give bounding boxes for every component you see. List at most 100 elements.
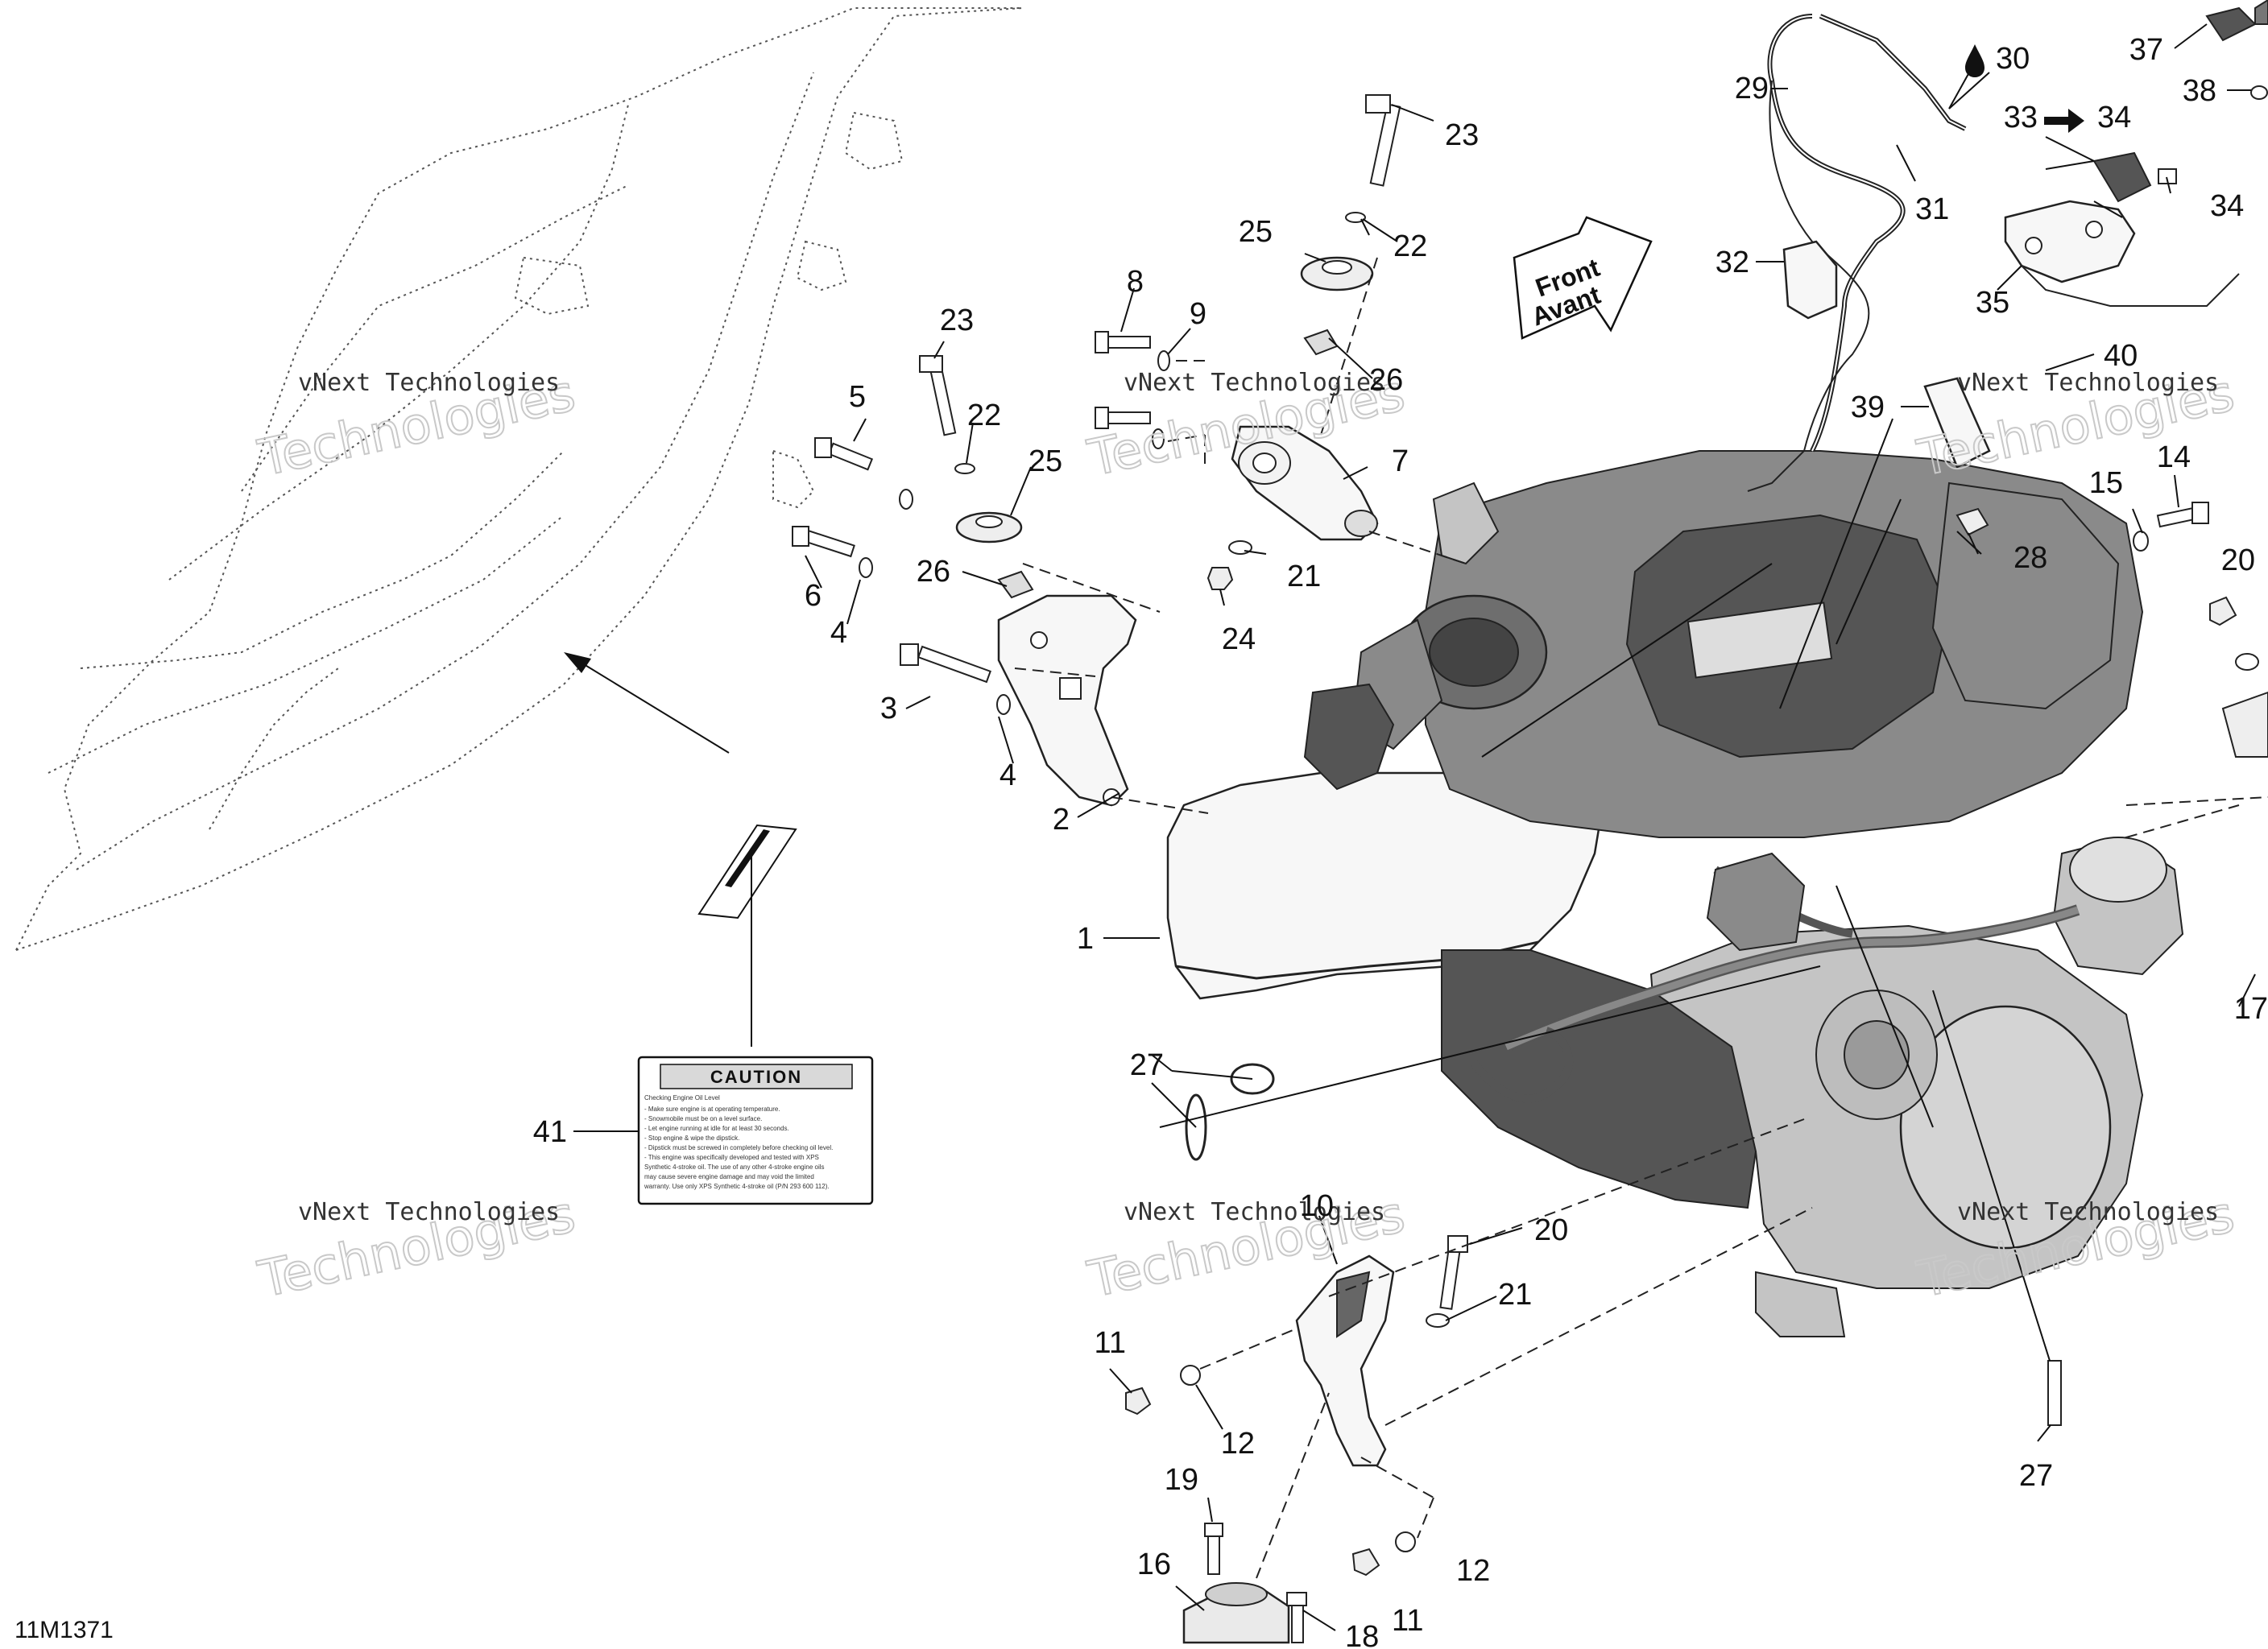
bolt-3: [900, 643, 991, 684]
callout-28: 28: [2013, 541, 2047, 575]
sensor-cable-29: [1747, 14, 1967, 492]
rubber-mount-16: [1182, 1582, 1290, 1644]
callouts: 1 2 3 4 4 5 6 7 8 9 10 11 11 12 12 14 15…: [533, 33, 2268, 1649]
callout-12a: 12: [1221, 1427, 1255, 1461]
watermark-small-6: vNext Technologies: [1957, 1198, 2219, 1226]
callout-18: 18: [1345, 1620, 1379, 1649]
sensor-35: [2004, 151, 2240, 307]
caution-line: Synthetic 4-stroke oil. The use of any o…: [644, 1163, 825, 1171]
caution-lines: - Make sure engine is at operating tempe…: [644, 1106, 833, 1190]
callout-26a: 26: [1369, 363, 1403, 397]
watermark-small-3: vNext Technologies: [1957, 369, 2219, 397]
callout-40: 40: [2104, 339, 2138, 373]
front-direction-arrow: Front Avant: [1513, 216, 1653, 340]
callout-30: 30: [1996, 42, 2030, 76]
callout-24: 24: [1222, 622, 1256, 656]
callout-11b: 11: [1392, 1604, 1423, 1638]
callout-8: 8: [1127, 265, 1144, 299]
engine-bracket-10: [1295, 1254, 1395, 1467]
leader-lines: [805, 23, 2256, 1631]
callout-1: 1: [1077, 922, 1094, 956]
callout-26b: 26: [917, 555, 950, 589]
callout-16: 16: [1137, 1548, 1171, 1581]
oil-drop-icon: [1965, 44, 1984, 77]
caution-line: - This engine was specifically developed…: [644, 1154, 819, 1161]
watermark-small-1: vNext Technologies: [298, 369, 560, 397]
body-panel-outline: [15, 7, 1024, 951]
assembly-lines: [1014, 257, 2268, 1579]
bolt-6: [792, 526, 855, 558]
callout-20b: 20: [1534, 1213, 1568, 1247]
callout-22a: 22: [1393, 229, 1427, 263]
decal-strip: [697, 824, 797, 1047]
arrow-right-icon: [2044, 109, 2084, 133]
caution-label: CAUTION Checking Engine Oil Level - Make…: [637, 1056, 874, 1205]
callout-27b: 27: [2019, 1459, 2053, 1493]
bolt-14: [2156, 502, 2209, 528]
callout-23a: 23: [1445, 118, 1479, 152]
callout-12b: 12: [1456, 1554, 1490, 1588]
sleeve-39: [1923, 377, 1991, 469]
caution-line: - Snowmobile must be on a level surface.: [644, 1115, 762, 1122]
callout-17: 17: [2234, 992, 2268, 1026]
caution-line: may cause severe engine damage and may v…: [644, 1173, 814, 1180]
bolt-18: [1286, 1592, 1307, 1643]
callout-2: 2: [1053, 803, 1070, 837]
callout-10: 10: [1300, 1189, 1334, 1223]
bolt-5: [814, 437, 874, 471]
part-38: [2250, 85, 2268, 100]
bolt-23-upper: [1365, 94, 1401, 187]
callout-20a: 20: [2221, 543, 2255, 577]
boot-32: [1782, 240, 1838, 320]
bolt-8b: [1095, 407, 1151, 429]
engine-mount-7: [1231, 425, 1379, 541]
callout-41: 41: [533, 1115, 567, 1149]
callout-23b: 23: [940, 304, 974, 337]
engine-bracket-2: [997, 594, 1137, 807]
caution-title: CAUTION: [710, 1067, 802, 1087]
part-37: [2205, 0, 2268, 42]
bolt-23-left: [919, 355, 957, 436]
callout-29: 29: [1735, 72, 1769, 105]
callout-34a: 34: [2097, 101, 2131, 134]
callout-15: 15: [2089, 466, 2123, 500]
callout-6: 6: [805, 579, 822, 613]
callout-21a: 21: [1287, 560, 1321, 593]
callout-35: 35: [1976, 286, 2009, 320]
callout-33: 33: [2004, 101, 2038, 134]
callout-9: 9: [1190, 297, 1206, 331]
watermark-small-4: vNext Technologies: [298, 1198, 560, 1226]
label-location-arrow: [564, 652, 730, 754]
callout-7: 7: [1392, 444, 1409, 478]
callout-34b: 34: [2210, 189, 2244, 223]
caution-line: - Stop engine & wipe the dipstick.: [644, 1134, 739, 1142]
callout-39: 39: [1851, 391, 1885, 424]
nut-28: [1956, 507, 1989, 536]
caution-heading: Checking Engine Oil Level: [644, 1094, 720, 1101]
engine-assembly: [1166, 450, 2184, 1337]
callout-4b: 4: [999, 758, 1016, 792]
dipstick-27: [2047, 1360, 2062, 1426]
figure-reference: 11M1371: [14, 1617, 114, 1643]
callout-27a: 27: [1130, 1048, 1164, 1082]
callout-14: 14: [2157, 440, 2191, 474]
callout-31: 31: [1915, 192, 1949, 226]
caution-line: - Let engine running at idle for at leas…: [644, 1125, 789, 1132]
watermark-small-2: vNext Technologies: [1124, 369, 1385, 397]
callout-5: 5: [849, 380, 866, 414]
caution-line: - Make sure engine is at operating tempe…: [644, 1106, 780, 1113]
callout-22b: 22: [967, 399, 1001, 432]
callout-38: 38: [2183, 74, 2216, 108]
caution-line: - Dipstick must be screwed in completely…: [644, 1144, 833, 1151]
watermark-small-5: vNext Technologies: [1124, 1198, 1385, 1226]
bolt-20-lower: [1439, 1235, 1468, 1310]
callout-11a: 11: [1095, 1326, 1126, 1360]
callout-37: 37: [2129, 33, 2163, 67]
symbols: [1948, 44, 2095, 162]
caution-line: warranty. Use only XPS Synthetic 4-strok…: [644, 1183, 830, 1190]
callout-25b: 25: [1028, 444, 1062, 478]
callout-19: 19: [1165, 1463, 1198, 1497]
bolt-19: [1204, 1523, 1223, 1575]
callout-4a: 4: [830, 616, 847, 650]
